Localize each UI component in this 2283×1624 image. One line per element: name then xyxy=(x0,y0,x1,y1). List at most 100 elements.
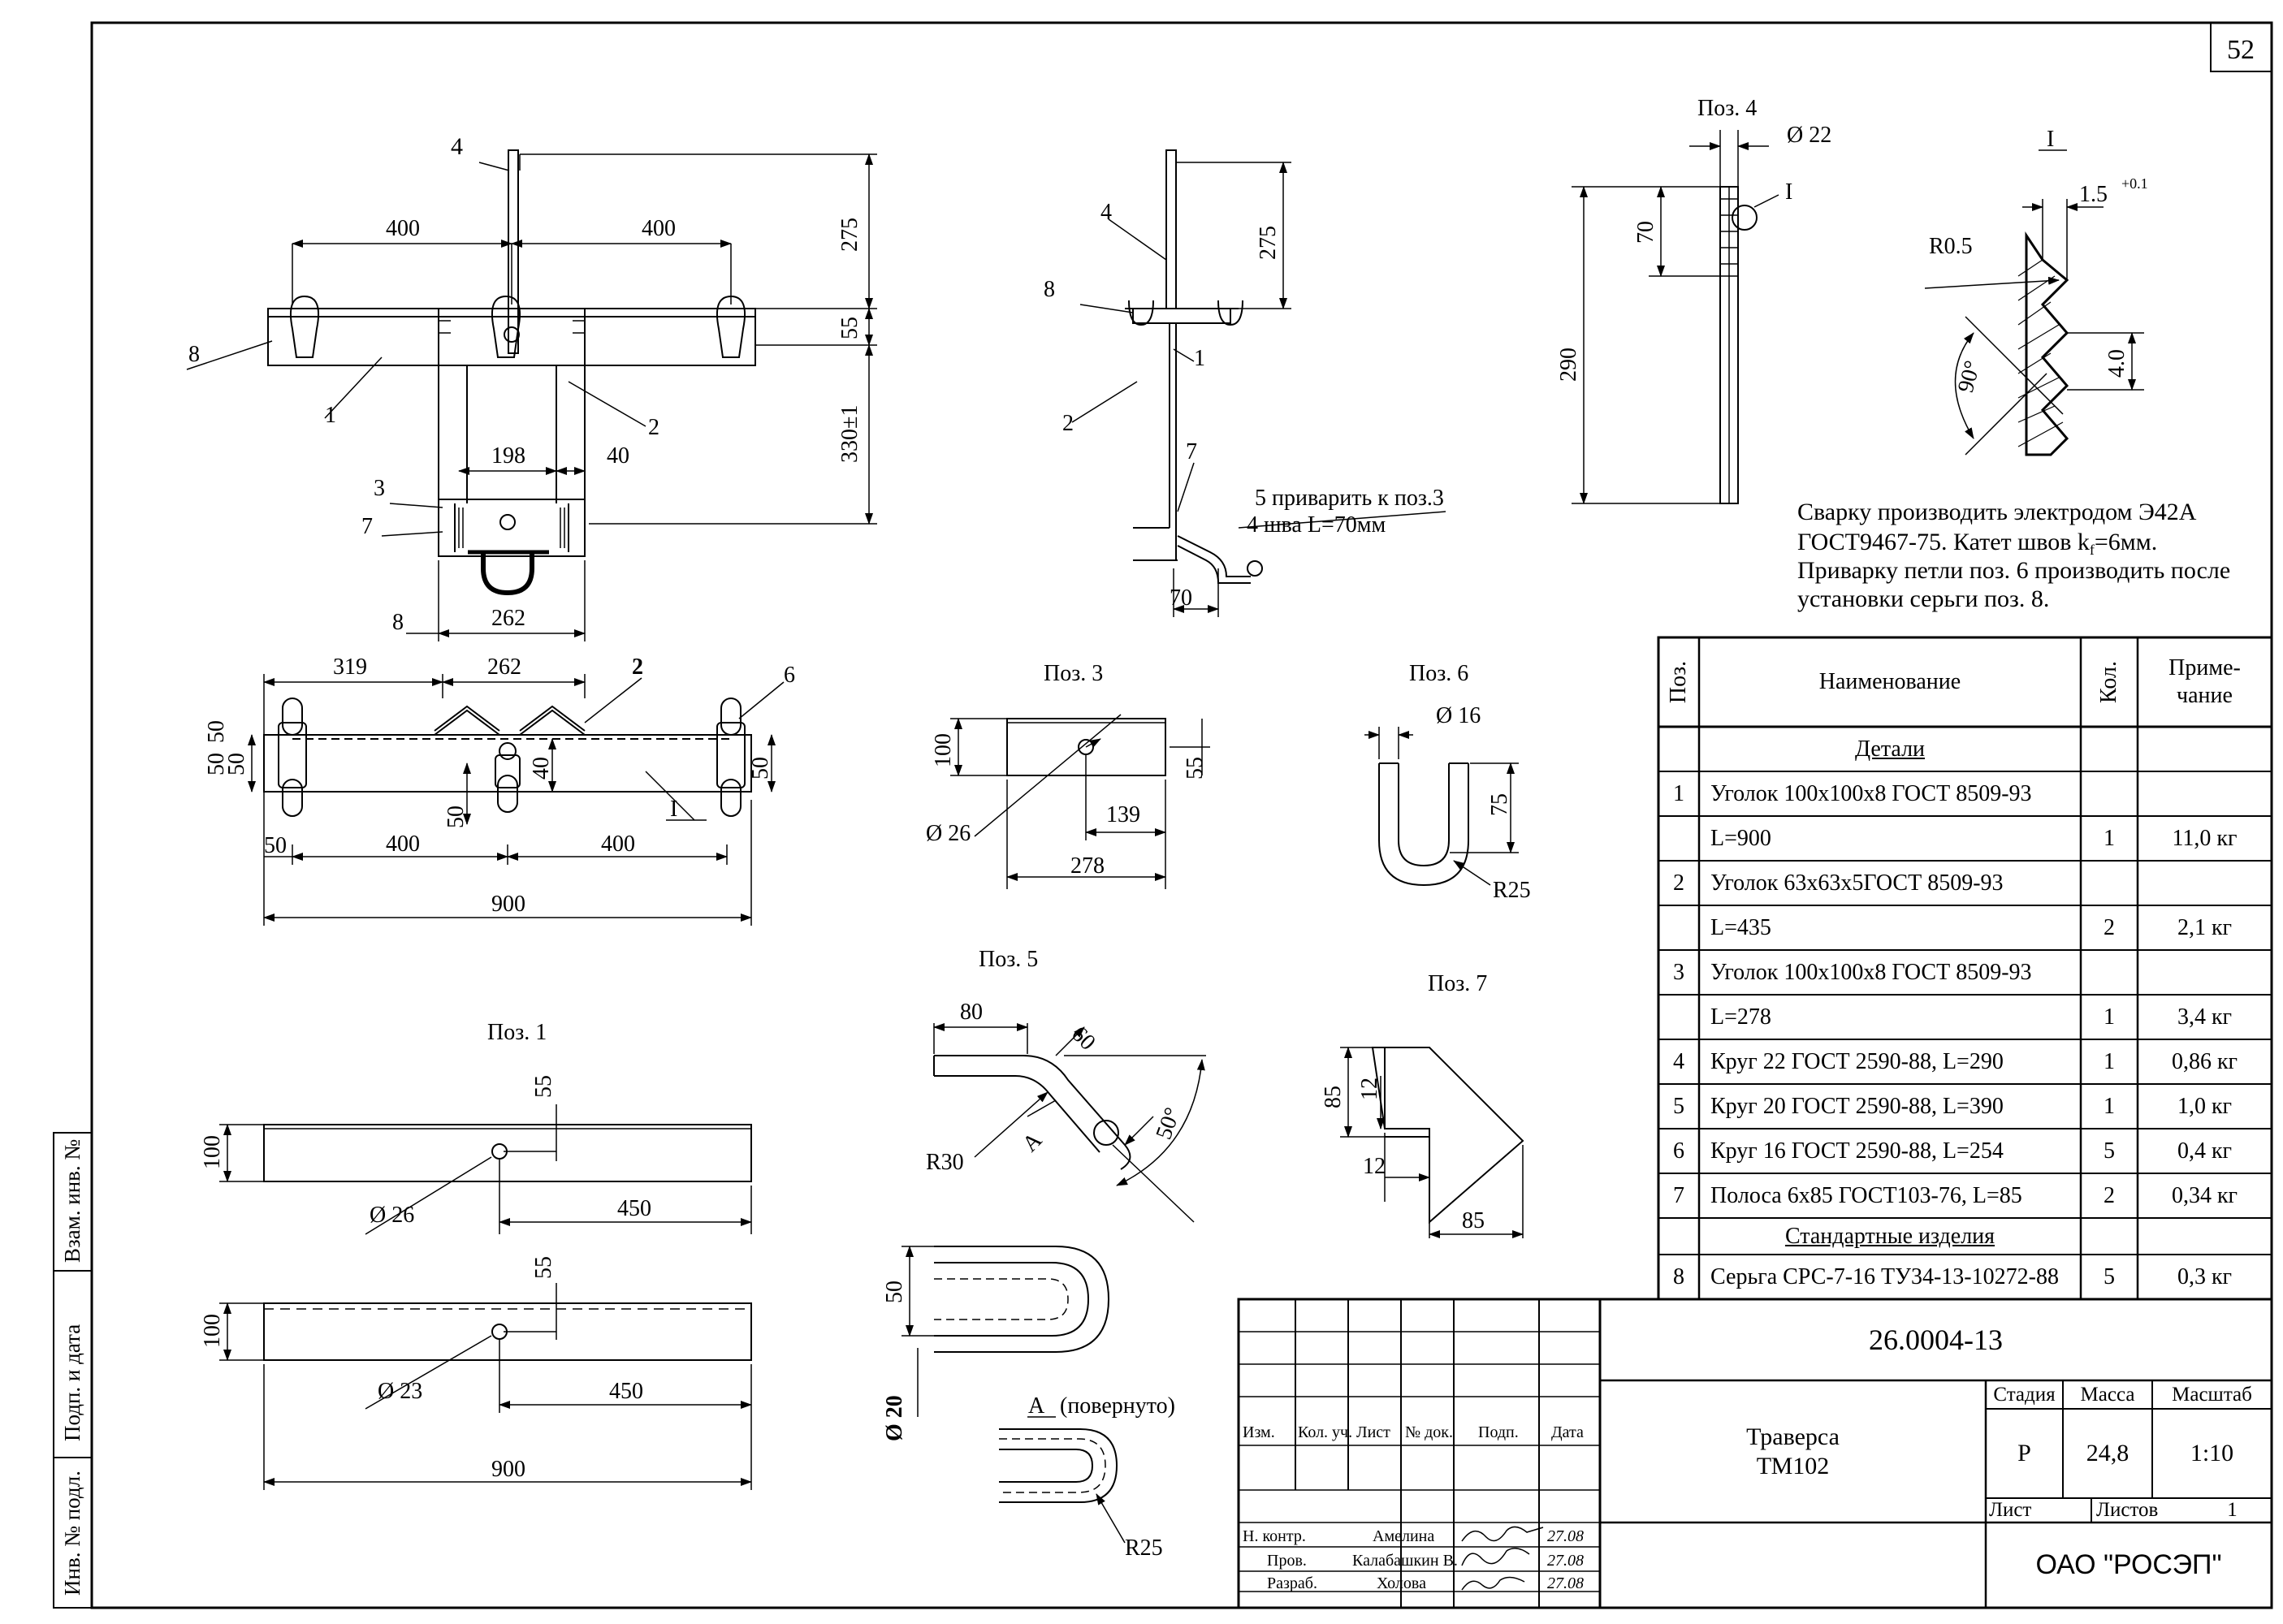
spec-row-name-text: Уголок 63х63х5ГОСТ 8509-93 xyxy=(1710,870,2004,896)
pos4-callout: I xyxy=(1785,179,1792,205)
plan-dim-50-f: 50 xyxy=(264,833,287,858)
pos4-labels: Поз. 4 Ø 22 70 290 I xyxy=(1556,96,1831,382)
detail-I-view xyxy=(1924,149,2144,456)
viewA-subtitle: (повернуто) xyxy=(1060,1393,1175,1419)
pos1-labels: Поз. 1 55 100 Ø 26 450 55 100 Ø 23 450 9… xyxy=(200,1020,651,1482)
tb-col-podp: Подп. xyxy=(1478,1423,1519,1441)
tb-company: ОАО "РОСЭП" xyxy=(2035,1549,2222,1580)
side-note-1: 5 приварить к поз.3 xyxy=(1255,486,1444,511)
pos5-dim-R30: R30 xyxy=(926,1150,964,1175)
viewA-dim-R25: R25 xyxy=(1125,1535,1163,1561)
pos3-dim-278: 278 xyxy=(1070,853,1105,879)
front-dim-55: 55 xyxy=(837,317,863,339)
spec-row-name-text: L=278 xyxy=(1710,1004,1771,1030)
pos7-view xyxy=(1340,1047,1524,1238)
viewA-title: A xyxy=(1028,1393,1045,1419)
front-pos-4: 4 xyxy=(451,133,463,160)
pos1-b-dim-100: 100 xyxy=(200,1314,225,1348)
pos7-dim-85-h: 85 xyxy=(1462,1208,1485,1233)
note-line-2-main: ГОСТ9467-75. Катет швов k xyxy=(1797,529,2090,555)
signature-prov xyxy=(1461,1548,1530,1566)
tb-sheets-label: Листов xyxy=(2096,1499,2159,1521)
tb-sheet-label: Лист xyxy=(1989,1499,2032,1521)
front-dim-262: 262 xyxy=(491,606,525,631)
spec-row-qty-text: 5 xyxy=(2104,1263,2115,1289)
spec-row-pos-text: 5 xyxy=(1673,1093,1684,1119)
pos5-dim-60: 60 xyxy=(1066,1021,1100,1056)
viewA-view xyxy=(999,1416,1126,1544)
spec-row-note: 3,4 кг xyxy=(2138,995,2272,1039)
spec-header-name: Наименование xyxy=(1699,637,2081,727)
tb-name-2: Калабашкин В. xyxy=(1352,1552,1458,1570)
viewA-labels: A (повернуто) R25 xyxy=(1028,1393,1175,1561)
tb-role-1: Н. контр. xyxy=(1243,1527,1306,1545)
spec-row-pos: 5 xyxy=(1658,1084,1699,1129)
side-view-labels: 4 8 1 2 7 275 70 5 приварить к поз.3 4 ш… xyxy=(1044,200,1444,611)
pos3-labels: Поз. 3 100 55 Ø 26 139 278 xyxy=(926,661,1208,879)
spec-row-pos: 8 xyxy=(1658,1255,1699,1299)
spec-row-pos-text: 8 xyxy=(1673,1263,1684,1289)
spec-row-note xyxy=(2138,950,2272,995)
spec-row-name-text: Круг 22 ГОСТ 2590-88, L=290 xyxy=(1710,1048,2004,1074)
pos1-a-dim-450: 450 xyxy=(617,1196,651,1221)
tb-sheets-label-cell: Листов xyxy=(2091,1498,2194,1522)
note-line-2-sub: f xyxy=(2090,542,2095,558)
tb-name-line2: ТМ102 xyxy=(1756,1452,1830,1479)
pos1-dim-900: 900 xyxy=(491,1457,525,1482)
tb-role-3: Разраб. xyxy=(1267,1574,1317,1592)
note-line-4: установки серьги поз. 8. xyxy=(1797,585,2049,612)
spec-row-name-text: L=435 xyxy=(1710,914,1771,940)
spec-row-note-text: 2,1 кг xyxy=(2177,914,2233,940)
pos6-title: Поз. 6 xyxy=(1409,661,1468,686)
spec-row-note xyxy=(2138,1218,2272,1255)
pos1-title: Поз. 1 xyxy=(487,1020,547,1045)
detail-I-dim-1-5: 1.5 xyxy=(2079,182,2108,207)
side-pos-2: 2 xyxy=(1062,411,1074,436)
note-line-2: ГОСТ9467-75. Катет швов kf=6мм. xyxy=(1797,529,2157,558)
side-dim-275: 275 xyxy=(1256,226,1281,260)
spec-row-qty xyxy=(2081,861,2138,905)
pos6-labels: Поз. 6 Ø 16 75 R25 xyxy=(1409,661,1531,903)
spec-row-qty-text: 1 xyxy=(2104,1004,2115,1030)
spec-row-note: 1,0 кг xyxy=(2138,1084,2272,1129)
spec-row-name-text: Уголок 100х100х8 ГОСТ 8509-93 xyxy=(1710,780,2032,806)
detail-I-R05: R0.5 xyxy=(1929,234,1973,259)
side-stamp-label-1: Взам. инв. № xyxy=(60,1139,84,1263)
spec-row-qty: 2 xyxy=(2081,905,2138,950)
plan-view xyxy=(248,674,785,926)
front-dim-198: 198 xyxy=(491,443,525,469)
spec-header-qty: Кол. xyxy=(2081,637,2138,727)
spec-row-qty-text: 2 xyxy=(2104,914,2115,940)
spec-row-qty: 2 xyxy=(2081,1173,2138,1218)
tb-scale-label-cell: Масштаб xyxy=(2152,1380,2272,1409)
spec-row-note: 0,4 кг xyxy=(2138,1129,2272,1173)
tb-name-1: Амелина xyxy=(1373,1527,1434,1545)
front-pos-7: 7 xyxy=(361,514,373,539)
spec-row-name-text: Круг 16 ГОСТ 2590-88, L=254 xyxy=(1710,1138,2004,1164)
pos7-dim-12-h: 12 xyxy=(1363,1154,1386,1179)
spec-row-pos: 2 xyxy=(1658,861,1699,905)
pos5-labels: Поз. 5 80 60 50° R30 A 50 Ø 20 xyxy=(882,947,1186,1441)
spec-row-note xyxy=(2138,727,2272,771)
tb-name-cell: Траверса ТМ102 xyxy=(1600,1380,1986,1522)
tb-scale-label: Масштаб xyxy=(2172,1383,2252,1406)
spec-row-pos xyxy=(1658,816,1699,861)
spec-row-pos-text: 4 xyxy=(1673,1048,1684,1074)
spec-section-title: Детали xyxy=(1699,727,2081,771)
spec-row-note: 0,3 кг xyxy=(2138,1255,2272,1299)
detail-I-labels: I 1.5 +0.1 R0.5 90° 4.0 xyxy=(1929,127,2148,395)
spec-row-pos-text: 1 xyxy=(1673,780,1684,806)
note-line-2-end: =6мм. xyxy=(2095,529,2157,555)
plan-dim-319: 319 xyxy=(333,654,367,680)
spec-row-note: 0,34 кг xyxy=(2138,1173,2272,1218)
title-block-grid xyxy=(1237,1298,2273,1609)
front-dim-275: 275 xyxy=(837,218,863,252)
tb-col-ndok: № док. xyxy=(1405,1423,1453,1441)
pos5-title: Поз. 5 xyxy=(979,947,1038,972)
side-stamp-label-3: Инв. № подл. xyxy=(60,1471,84,1596)
pos4-dim-70: 70 xyxy=(1633,221,1658,244)
tb-col-izm: Изм. xyxy=(1243,1423,1275,1441)
tb-doc-number: 26.0004-13 xyxy=(1869,1324,2003,1356)
spec-row-qty-text: 5 xyxy=(2104,1138,2115,1164)
tb-doc-number-cell: 26.0004-13 xyxy=(1600,1299,2272,1380)
